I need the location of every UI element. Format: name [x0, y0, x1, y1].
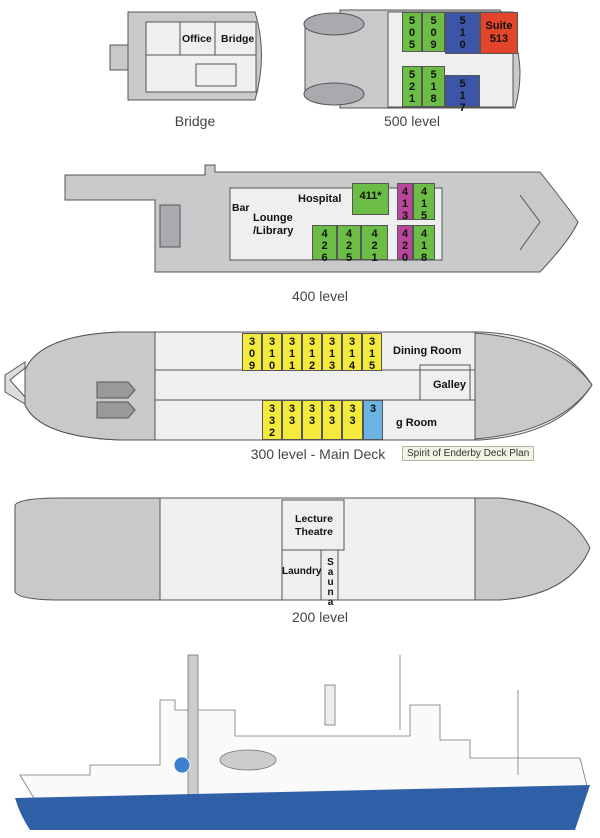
cabin-311[interactable]: 311: [282, 333, 302, 372]
cabin-33x[interactable]: 33: [322, 400, 342, 440]
cabin-313[interactable]: 313: [322, 333, 342, 372]
cabin-309[interactable]: 309: [242, 333, 262, 372]
cabin-420[interactable]: 420: [397, 225, 413, 264]
room-hospital: Hospital: [298, 193, 342, 205]
room-galley: Galley: [433, 379, 467, 391]
room-dining: Dining Room: [393, 345, 462, 357]
cabin-505[interactable]: 505: [402, 12, 422, 52]
room-dining-lower: g Room: [396, 417, 437, 429]
bridge-deck-outline: [109, 11, 262, 101]
room-lounge-library: Lounge /Library: [253, 212, 294, 237]
level-200-outline: [14, 497, 591, 601]
deck-label-500: 500 level: [383, 113, 441, 129]
cabin-33x[interactable]: 33: [282, 400, 302, 440]
deck-label-bridge: Bridge: [174, 113, 216, 129]
room-sauna: Sauna: [327, 557, 334, 608]
cabin-517[interactable]: 517: [445, 75, 480, 114]
cabin-3x1[interactable]: 3: [363, 400, 383, 440]
room-bar: Bar: [232, 202, 250, 214]
cabin-suite-513-label: Suite 513: [485, 20, 513, 45]
cabin-33x[interactable]: 33: [342, 400, 363, 440]
cabin-521[interactable]: 521: [402, 66, 422, 107]
cabin-33x[interactable]: 33: [302, 400, 322, 440]
cabin-421[interactable]: 421: [361, 225, 388, 264]
room-laundry: Laundry: [282, 566, 322, 577]
cabin-518[interactable]: 518: [422, 66, 445, 107]
room-bridge: Bridge: [221, 33, 255, 45]
level-300-outline: [4, 331, 593, 441]
cabin-312[interactable]: 312: [302, 333, 322, 372]
cabin-314[interactable]: 314: [342, 333, 362, 372]
cabin-332[interactable]: 332: [262, 400, 282, 440]
ship-profile: [15, 654, 590, 830]
cabin-509[interactable]: 509: [422, 12, 445, 52]
deck-label-300: 300 level - Main Deck: [250, 446, 386, 462]
tooltip: Spirit of Enderby Deck Plan: [402, 446, 535, 461]
cabin-413[interactable]: 413: [397, 183, 413, 222]
cabin-510[interactable]: 510: [445, 12, 480, 54]
deck-label-200: 200 level: [291, 609, 349, 625]
cabin-310[interactable]: 310: [262, 333, 282, 372]
cabin-425[interactable]: 425: [337, 225, 361, 264]
cabin-411[interactable]: 411*: [352, 183, 389, 215]
cabin-315[interactable]: 315: [362, 333, 382, 372]
cabin-suite-513[interactable]: [480, 12, 518, 54]
cabin-418[interactable]: 418: [413, 225, 435, 264]
deck-label-400: 400 level: [291, 288, 349, 304]
room-office: Office: [182, 33, 212, 45]
room-lecture-theatre: Lecture Theatre: [295, 513, 333, 538]
cabin-415[interactable]: 415: [413, 183, 435, 222]
cabin-426[interactable]: 426: [312, 225, 337, 264]
